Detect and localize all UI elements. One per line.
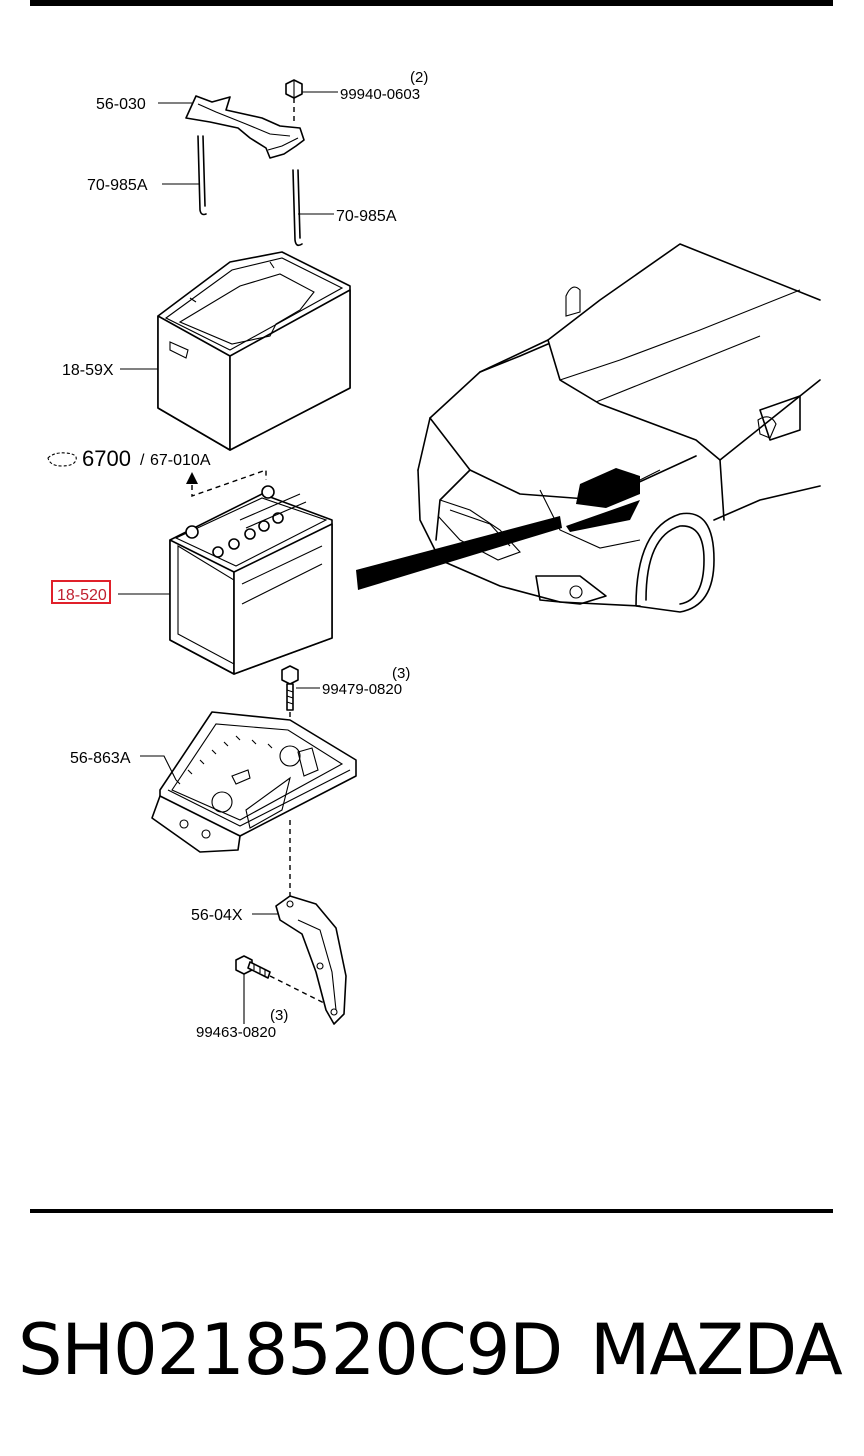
footer: SH0218520C9D MAZDA <box>0 1300 864 1400</box>
label-tray: 56-863A <box>70 750 131 767</box>
part-number: SH0218520C9D <box>18 1309 563 1391</box>
nut[interactable] <box>285 79 303 99</box>
label-bracket-top: 56-030 <box>96 96 146 113</box>
label-cover: 18-59X <box>62 362 114 379</box>
label-battery-ref-sep: / <box>140 452 145 469</box>
battery-tray[interactable] <box>151 711 357 853</box>
label-nut: 99940-0603 <box>340 86 420 103</box>
label-battery-ref-code: 6700 <box>82 446 131 471</box>
label-bolt-top: 99479-0820 <box>322 681 402 698</box>
battery-label-highlight <box>51 580 111 604</box>
rod-right[interactable] <box>292 169 303 247</box>
label-bolt-top-qty: (3) <box>392 665 410 682</box>
battery-lower-bracket[interactable] <box>275 895 347 1025</box>
battery[interactable] <box>169 485 333 675</box>
vehicle-front-view <box>417 243 821 613</box>
label-battery[interactable]: 18-520 <box>57 587 107 604</box>
brand-name: MAZDA <box>590 1309 843 1391</box>
label-rod-left: 70-985A <box>87 177 148 194</box>
callout-pointer <box>356 516 562 590</box>
battery-cover[interactable] <box>157 251 351 451</box>
bottom-rule <box>30 1209 833 1213</box>
rod-left[interactable] <box>197 135 207 216</box>
label-rod-right: 70-985A <box>336 208 397 225</box>
bolt-top[interactable] <box>281 665 299 711</box>
bolt-bottom[interactable] <box>235 955 271 979</box>
label-bolt-bottom: 99463-0820 <box>196 1024 276 1041</box>
reference-icon <box>47 452 77 467</box>
parts-diagram: 56-030 99940-0603 (2) 70-985A 70-985A 18… <box>47 69 821 1041</box>
label-battery-ref-part: 67-010A <box>150 452 211 469</box>
top-rule <box>30 0 833 6</box>
battery-clamp-bracket[interactable] <box>185 95 305 159</box>
label-bracket-bottom: 56-04X <box>191 907 243 924</box>
label-bolt-bottom-qty: (3) <box>270 1007 288 1024</box>
label-nut-qty: (2) <box>410 69 428 86</box>
